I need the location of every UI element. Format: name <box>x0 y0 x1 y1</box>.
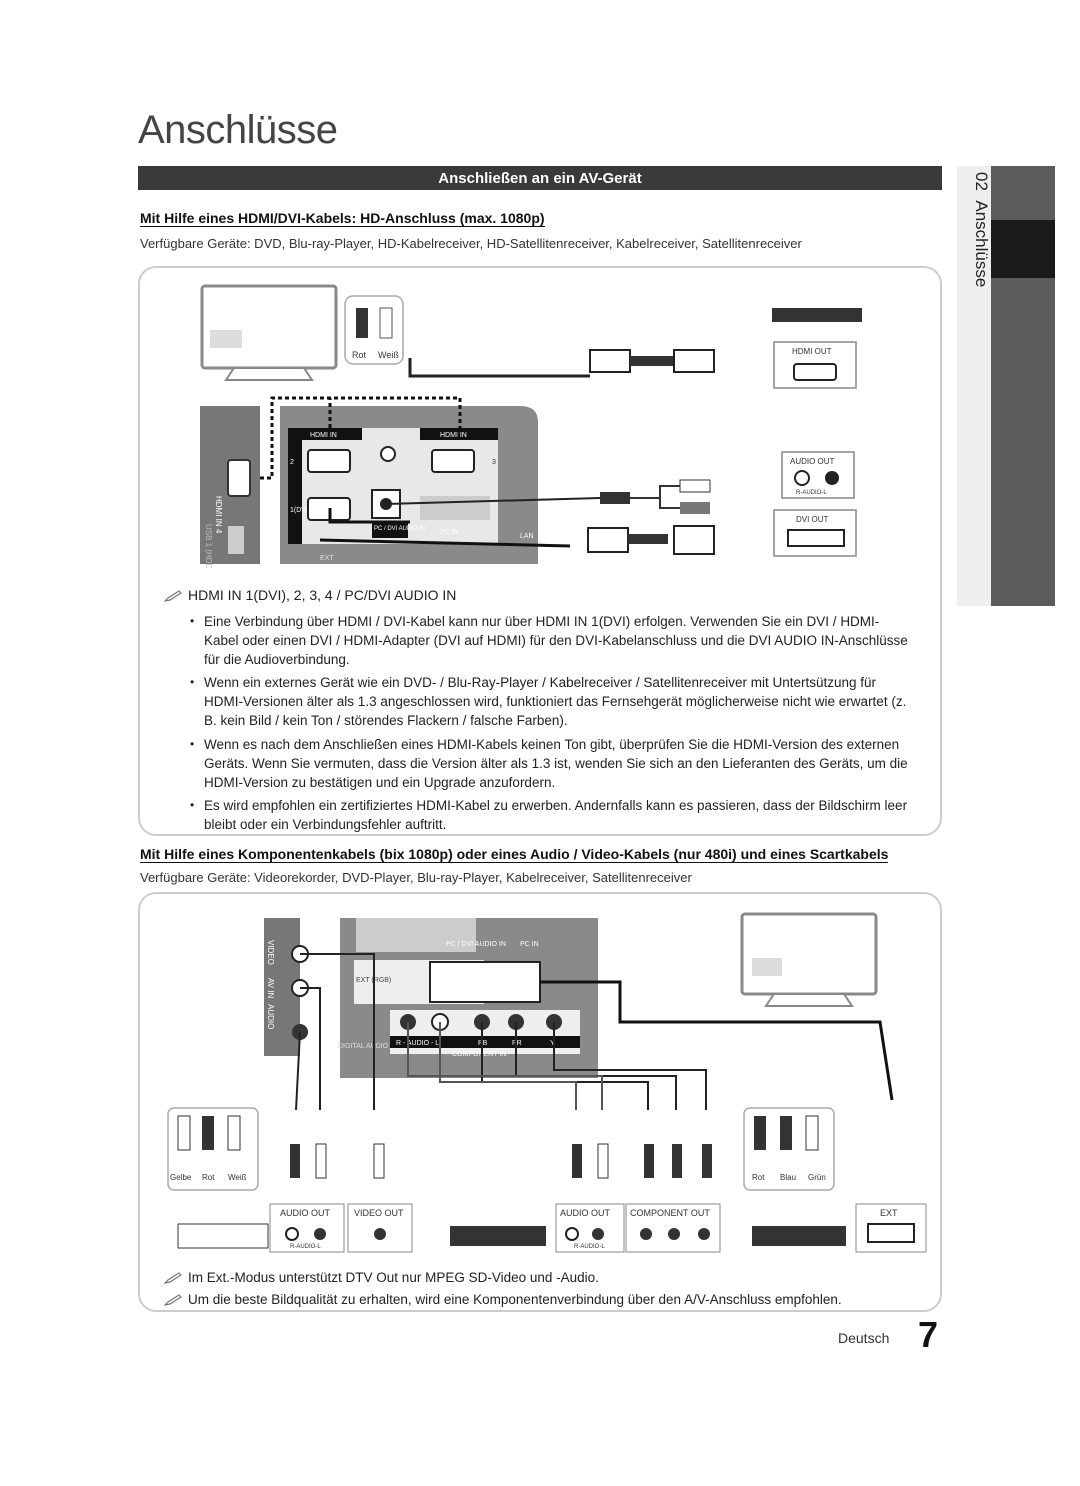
ext-label: EXT <box>320 555 334 562</box>
tv-icon <box>200 284 338 381</box>
digital-audio-out-label: DIGITAL AUDIO OUT (OPTICAL) <box>338 1043 441 1050</box>
pc-dvi-audio-label: PC / DVI AUDIO IN <box>374 526 425 532</box>
rot-label-2: Rot <box>202 1173 215 1182</box>
component-connection-diagram: VIDEO AV IN AUDIO PC / DVI AUDIO IN PC I… <box>167 912 927 1253</box>
pc-in-label: PC IN <box>440 529 459 536</box>
audio-out-label-2: AUDIO OUT <box>280 1208 331 1218</box>
page-title: Anschlüsse <box>138 108 338 152</box>
weiss-label-2: Weiß <box>228 1173 247 1182</box>
audio-label: AUDIO <box>266 1004 275 1029</box>
weiss-label: Weiß <box>378 350 399 360</box>
r-audio-l-label-3: R-AUDIO-L <box>290 1244 321 1250</box>
hdmi-out-label: HDMI OUT <box>792 347 832 356</box>
component-in-label: COMPONENT IN <box>452 1051 506 1058</box>
section-bar: Anschließen an ein AV-Gerät <box>138 166 942 190</box>
pc-dvi-label-2: PC / DVI AUDIO IN <box>446 941 506 948</box>
hdmi-bullet-4: •Es wird empfohlen ein zertifiziertes HD… <box>190 798 908 832</box>
chapter-side-tab: 02 Anschlüsse <box>957 166 1055 606</box>
hdmi-bullet-3: •Wenn es nach dem Anschließen eines HDMI… <box>190 737 908 790</box>
rot-label: Rot <box>352 350 367 360</box>
video-out-label: VIDEO OUT <box>354 1208 404 1218</box>
usb-label: USB 1 (HDD) <box>204 524 213 568</box>
rot-label-3: Rot <box>752 1173 765 1182</box>
r-audio-l-label-2: R - AUDIO - L <box>396 1040 439 1047</box>
lan-label: LAN <box>520 533 534 540</box>
component-heading: Mit Hilfe eines Komponentenkabels (bix 1… <box>140 846 889 863</box>
hdmi-in-label-right: HDMI IN <box>440 432 467 439</box>
ext-label-2: EXT <box>880 1208 898 1218</box>
hdmi-bullet-2: •Wenn ein externes Gerät wie ein DVD- / … <box>190 675 907 728</box>
footer-language: Deutsch <box>838 1330 890 1346</box>
audio-out-label-3: AUDIO OUT <box>560 1208 611 1218</box>
gruen-label: Grün <box>808 1173 826 1182</box>
hdmi-in-label-left: HDMI IN <box>310 432 337 439</box>
pc-in-label-2: PC IN <box>520 941 539 948</box>
r-audio-l-label-4: R-AUDIO-L <box>574 1244 605 1250</box>
hdmi-note-heading: HDMI IN 1(DVI), 2, 3, 4 / PC/DVI AUDIO I… <box>164 587 456 603</box>
gelbe-label: Gelbe <box>170 1173 192 1182</box>
hdmi-in-4-label: HDMI IN 4 <box>214 496 223 534</box>
pencil-note-icon <box>164 1272 182 1285</box>
component-available-devices: Verfügbare Geräte: Videorekorder, DVD-Pl… <box>140 870 692 885</box>
component-note-1: Im Ext.-Modus unterstützt DTV Out nur MP… <box>164 1268 924 1287</box>
port-3-label: 3 <box>492 459 496 466</box>
pencil-note-icon <box>164 590 182 603</box>
component-note-2: Um die beste Bildqualität zu erhalten, w… <box>164 1290 924 1309</box>
hdmi-heading: Mit Hilfe eines HDMI/DVI-Kabels: HD-Ansc… <box>140 210 545 227</box>
port-1-label: 1(DVI) <box>290 507 310 514</box>
r-audio-l-label: R-AUDIO-L <box>796 490 827 496</box>
pencil-note-icon <box>164 1294 182 1307</box>
side-tab-label: 02 Anschlüsse <box>972 172 991 288</box>
av-in-label: AV IN <box>266 978 275 999</box>
blau-label: Blau <box>780 1173 796 1182</box>
video-label: VIDEO <box>266 940 275 965</box>
hdmi-available-devices: Verfügbare Geräte: DVD, Blu-ray-Player, … <box>140 236 802 251</box>
audio-out-label: AUDIO OUT <box>790 457 835 466</box>
dvi-out-label: DVI OUT <box>796 515 829 524</box>
component-out-label: COMPONENT OUT <box>630 1208 710 1218</box>
hdmi-bullet-1: •Eine Verbindung über HDMI / DVI-Kabel k… <box>190 614 908 667</box>
hdmi-connection-diagram: Rot Weiß HDMI IN 4 USB 1 (HDD) HDMI IN H… <box>200 284 862 568</box>
port-2-label: 2 <box>290 459 294 466</box>
side-tab-marker <box>991 220 1055 278</box>
footer-page-number: 7 <box>918 1314 939 1355</box>
y-label: Y <box>550 1040 555 1047</box>
